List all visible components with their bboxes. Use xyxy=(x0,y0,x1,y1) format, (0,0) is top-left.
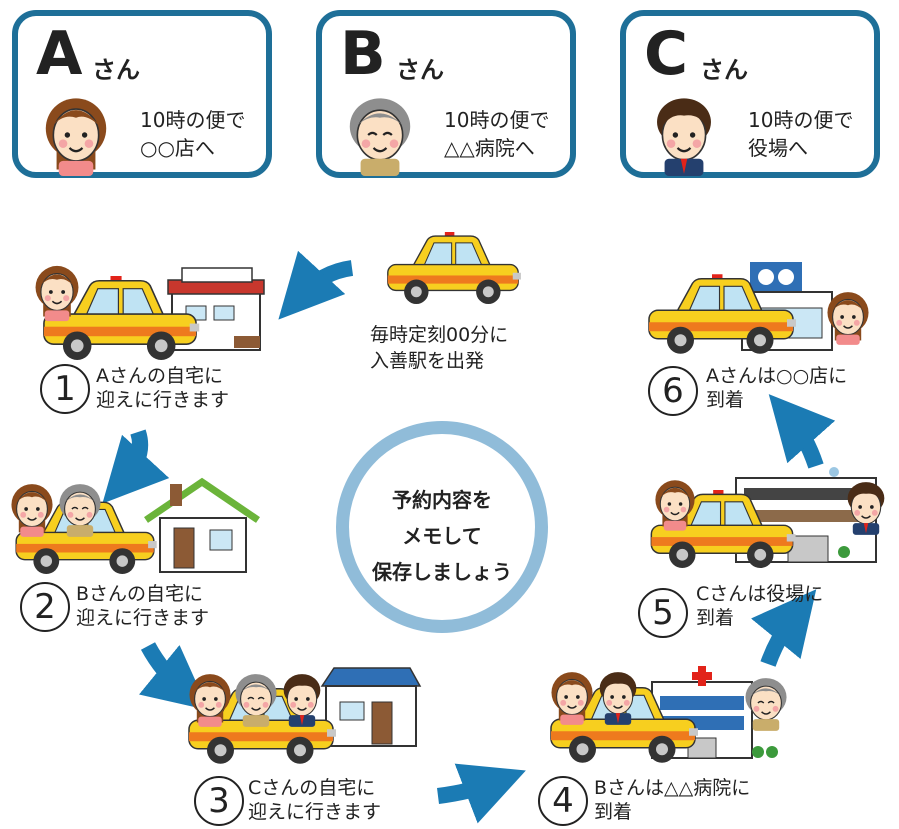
arrow-icon xyxy=(102,429,170,504)
passenger-san: さん xyxy=(700,56,748,84)
step-text: Bさんは△△病院に 到着 xyxy=(594,776,750,824)
man-avatar-icon xyxy=(598,671,638,726)
step-line: Aさんの自宅に xyxy=(96,365,223,387)
step-line: 迎えに行きます xyxy=(248,801,382,823)
house-icon xyxy=(144,477,260,573)
arrow-icon xyxy=(750,589,817,667)
step-line: Bさんの自宅に xyxy=(76,583,204,605)
step-line: 到着 xyxy=(706,389,745,411)
step-number: 6 xyxy=(648,366,698,416)
step-line: 到着 xyxy=(594,801,633,823)
step-number: 1 xyxy=(40,364,90,414)
arrow-icon xyxy=(768,394,836,469)
step-line: Cさんは役場に xyxy=(696,583,824,605)
step-line: Bさんは△△病院に xyxy=(594,777,751,799)
passenger-card-c: C さん 10時の便で 役場へ xyxy=(620,10,880,178)
step-text: Cさんの自宅に 迎えに行きます xyxy=(248,776,381,824)
man-avatar-icon xyxy=(282,673,322,728)
house-icon xyxy=(320,667,422,747)
step-line: 迎えに行きます xyxy=(76,607,210,629)
step-6-illustration xyxy=(648,262,870,355)
man-avatar-icon xyxy=(846,481,886,536)
passenger-card-a: A さん 10時の便で ○○店へ xyxy=(12,10,272,178)
note-line: ○○店へ xyxy=(140,136,215,160)
step-number: 3 xyxy=(194,776,244,826)
step-line: 迎えに行きます xyxy=(96,389,230,411)
passenger-letter: B xyxy=(340,19,386,89)
passenger-note: 10時の便で 役場へ xyxy=(748,106,853,162)
step-text: Aさんの自宅に 迎えに行きます xyxy=(96,364,229,412)
step-5-illustration xyxy=(650,467,886,569)
center-line: メモして xyxy=(402,524,482,548)
step-line: Aさんは○○店に xyxy=(706,365,848,387)
note-line: △△病院へ xyxy=(444,136,535,160)
departure-text: 毎時定刻00分に 入善駅を出発 xyxy=(370,322,508,374)
step-text: Aさんは○○店に 到着 xyxy=(706,364,847,412)
center-line: 保存しましょう xyxy=(372,560,512,584)
step-line: 到着 xyxy=(696,607,735,629)
passenger-letter: A xyxy=(36,19,83,89)
step-2-illustration xyxy=(10,477,260,575)
woman-avatar-icon xyxy=(34,265,80,322)
step-number: 5 xyxy=(638,588,688,638)
passenger-card-b: B さん 10時の便で △△病院へ xyxy=(316,10,576,178)
note-line: 10時の便で xyxy=(748,108,854,132)
passenger-letter: C xyxy=(644,19,689,89)
note-line: 10時の便で xyxy=(140,108,246,132)
step-text: Cさんは役場に 到着 xyxy=(696,582,823,630)
departure-line: 入善駅を出発 xyxy=(370,350,485,372)
arrow-icon xyxy=(278,250,354,320)
center-message: 予約内容を メモして 保存しましょう xyxy=(336,421,548,633)
center-line: 予約内容を xyxy=(392,488,492,512)
passenger-san: さん xyxy=(92,56,140,84)
passenger-note: 10時の便で ○○店へ xyxy=(140,106,245,162)
step-4-illustration xyxy=(550,666,788,764)
passenger-san: さん xyxy=(396,56,444,84)
woman-avatar-icon xyxy=(826,291,870,346)
step-number: 2 xyxy=(20,582,70,632)
note-line: 10時の便で xyxy=(444,108,550,132)
departure-line: 毎時定刻00分に xyxy=(370,324,509,346)
step-text: Bさんの自宅に 迎えに行きます xyxy=(76,582,209,630)
arrow-icon xyxy=(436,763,526,824)
step-3-illustration xyxy=(188,667,422,765)
step-number: 4 xyxy=(538,776,588,826)
passenger-note: 10時の便で △△病院へ xyxy=(444,106,549,162)
step-1-illustration xyxy=(34,265,265,361)
step-line: Cさんの自宅に xyxy=(248,777,376,799)
note-line: 役場へ xyxy=(748,136,808,160)
arrow-icon xyxy=(138,642,209,711)
